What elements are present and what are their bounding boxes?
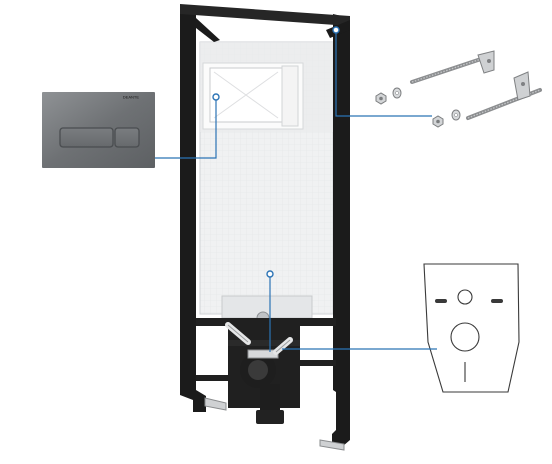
callout-lines [155,30,437,352]
callout-dot-icon [212,93,220,101]
callout-dots [212,26,340,278]
callout-dot-icon [332,26,340,34]
callout-dot-icon [266,270,274,278]
flush-button-large [59,127,114,148]
nuts-washers [375,87,461,128]
frame-right-upright [332,14,350,446]
anchor-bolts [375,50,542,128]
frame-foot-right [319,439,345,451]
drain-elbow [240,349,284,424]
frame-top-crossbar [180,4,350,26]
frame-left-upright [180,8,206,412]
flush-plate: DEANTE [42,92,155,168]
sound-insulation-mat [423,263,520,393]
flush-plate-brand-text: DEANTE [123,95,140,100]
frame-foot-left [204,397,227,411]
callout-line-flush-plate [155,97,217,159]
flush-button-small [114,127,140,148]
callout-line-anchor-bolts [335,30,432,117]
service-opening [202,62,304,130]
installation-frame [180,4,350,451]
